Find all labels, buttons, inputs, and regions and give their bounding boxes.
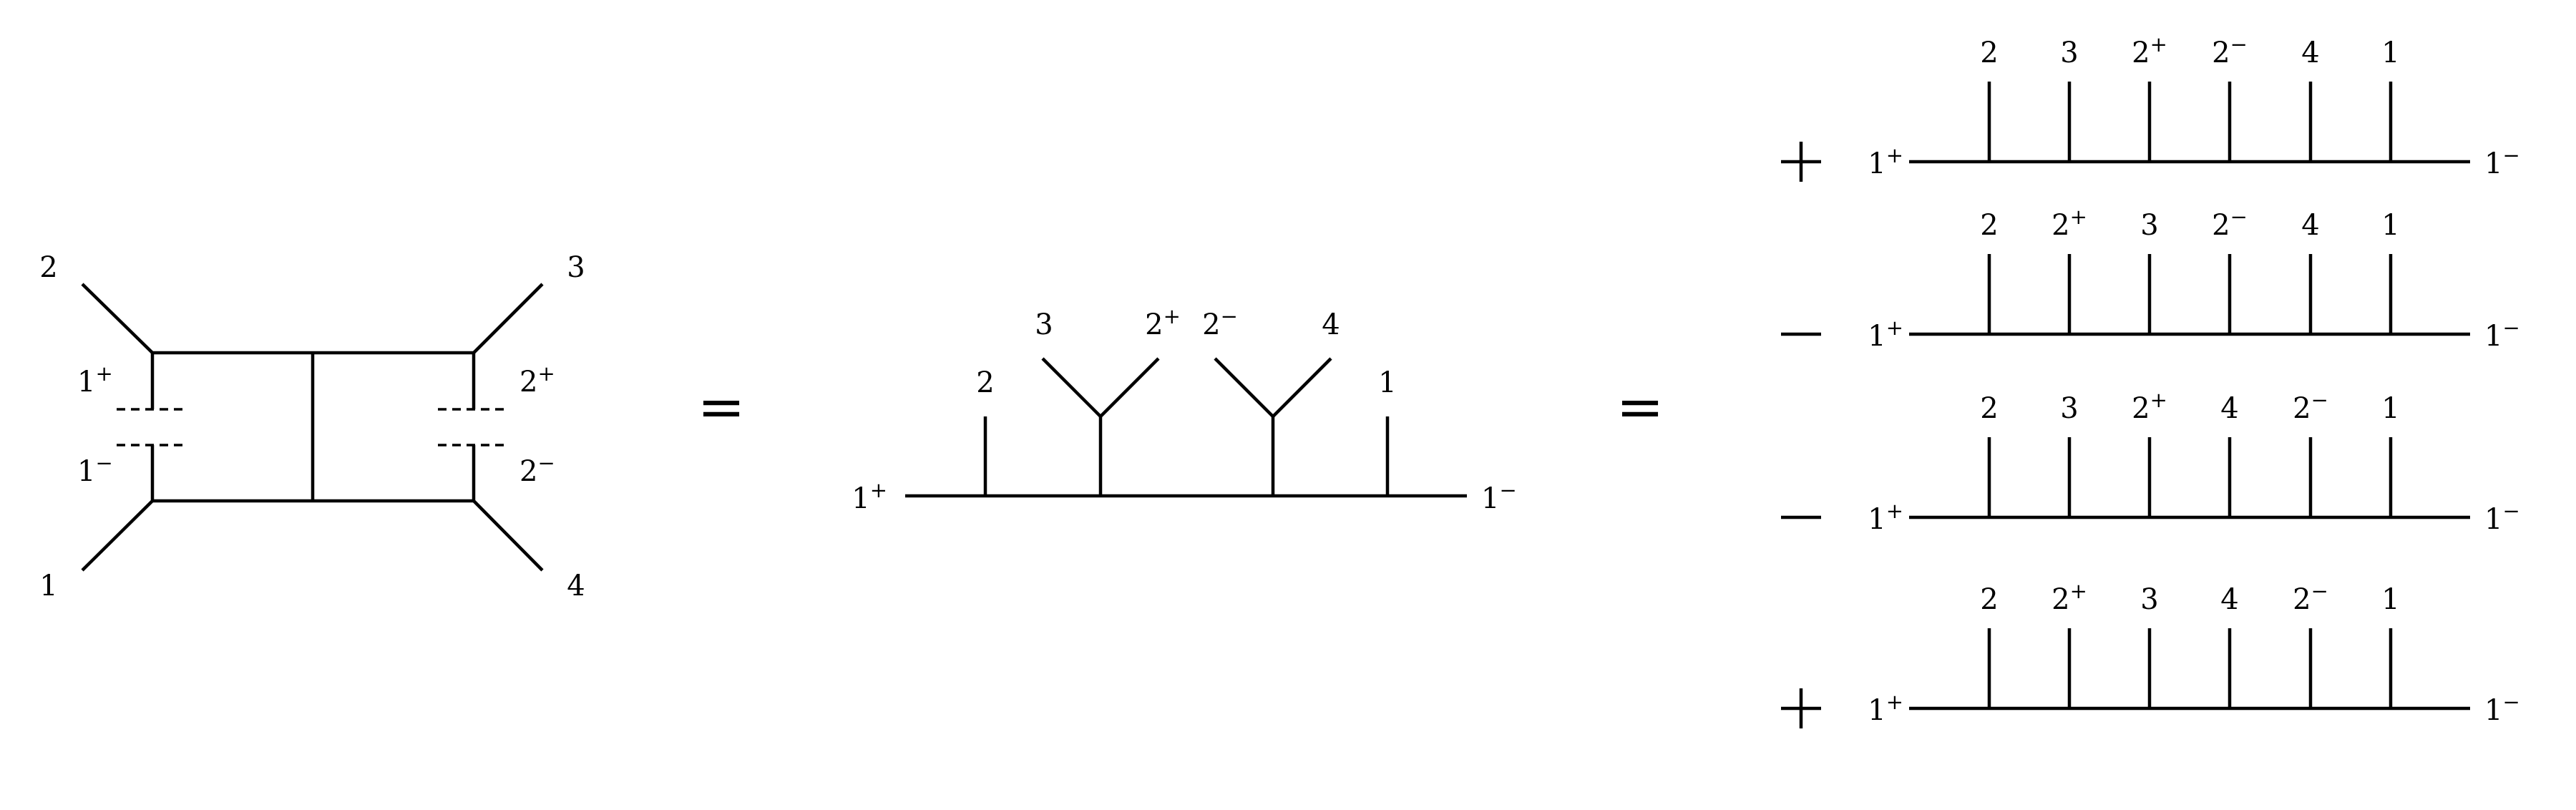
left-box-diagram: 2 3 1 4 1+ 1− 2+ 2− — [39, 251, 585, 602]
comb-end-left: 1+ — [1868, 143, 1903, 180]
comb-leg-label-5: 4 — [2301, 209, 2319, 242]
comb-leg-label-3: 3 — [2140, 583, 2158, 616]
comb-term-1: 1+ 1− 2 3 2+ 2− 4 1 — [1781, 32, 2520, 182]
comb-leg-label-2: 2+ — [2051, 579, 2087, 616]
comb-leg-label-4: 4 — [2220, 583, 2238, 616]
comb-leg-label-3: 3 — [2140, 209, 2158, 242]
middle-vertex-b-right — [1272, 357, 1332, 418]
leg-3 — [472, 283, 544, 354]
middle-end-right: 1− — [1481, 478, 1517, 515]
middle-pair1-label-3: 3 — [1035, 308, 1053, 341]
comb-leg-label-4: 4 — [2220, 392, 2238, 425]
leg-1 — [81, 499, 154, 572]
comb-end-left: 1+ — [1868, 316, 1903, 353]
middle-vertex-a-left — [1041, 357, 1102, 418]
middle-pair2-label-4: 4 — [1322, 308, 1340, 341]
comb-leg-label-4: 2− — [2212, 205, 2248, 242]
middle-vertex-a-right — [1099, 357, 1160, 418]
middle-leg-label-2: 2 — [976, 366, 994, 399]
middle-vertex-b-left — [1214, 357, 1274, 418]
comb-leg-label-3: 2+ — [2132, 388, 2167, 425]
comb-end-left: 1+ — [1868, 499, 1903, 536]
comb-leg-label-5: 4 — [2301, 36, 2319, 69]
cut-label-right-top: 2+ — [519, 361, 555, 399]
equals-sign-1: = — [697, 374, 745, 440]
middle-end-left: 1+ — [852, 478, 887, 515]
cut-label-left-top: 1+ — [77, 361, 113, 399]
cut-label-right-bottom: 2− — [519, 451, 555, 488]
comb-leg-label-6: 1 — [2381, 209, 2399, 242]
leg-2 — [81, 283, 154, 354]
leg-label-1: 1 — [39, 570, 57, 602]
middle-pair1-label-2plus: 2+ — [1145, 304, 1181, 341]
comb-leg-label-2: 3 — [2060, 36, 2078, 69]
comb-term-3: 1+ 1− 2 3 2+ 4 2− 1 — [1781, 388, 2520, 536]
comb-leg-label-1: 2 — [1980, 209, 1998, 242]
comb-leg-label-6: 1 — [2381, 583, 2399, 616]
comb-leg-label-5: 2− — [2293, 388, 2328, 425]
comb-term-4: 1+ 1− 2 2+ 3 4 2− 1 — [1781, 579, 2520, 728]
comb-leg-label-2: 3 — [2060, 392, 2078, 425]
comb-leg-label-4: 2− — [2212, 32, 2248, 69]
comb-end-left: 1+ — [1868, 690, 1903, 727]
leg-label-4: 4 — [567, 570, 585, 602]
comb-end-right: 1− — [2484, 499, 2520, 536]
comb-leg-label-1: 2 — [1980, 583, 1998, 616]
leg-label-3: 3 — [567, 251, 585, 284]
middle-pair2-label-2minus: 2− — [1202, 304, 1238, 341]
comb-end-right: 1− — [2484, 143, 2520, 180]
leg-label-2: 2 — [39, 251, 57, 284]
comb-leg-label-6: 1 — [2381, 392, 2399, 425]
middle-leg-label-1: 1 — [1378, 366, 1396, 399]
comb-leg-label-2: 2+ — [2051, 205, 2087, 242]
equals-sign-2: = — [1616, 374, 1664, 440]
comb-leg-label-3: 2+ — [2132, 32, 2167, 69]
comb-leg-label-5: 2− — [2293, 579, 2328, 616]
comb-leg-label-1: 2 — [1980, 36, 1998, 69]
comb-leg-label-1: 2 — [1980, 392, 1998, 425]
leg-4 — [472, 499, 544, 572]
comb-term-2: 1+ 1− 2 2+ 3 2− 4 1 — [1781, 205, 2520, 353]
equals-signs: == — [697, 374, 1664, 440]
cut-label-left-bottom: 1− — [77, 451, 113, 488]
comb-end-right: 1− — [2484, 316, 2520, 353]
comb-leg-label-6: 1 — [2381, 36, 2399, 69]
comb-end-right: 1− — [2484, 690, 2520, 727]
middle-tree-diagram: 1+ 1− 2 3 2+ 2− 4 1 — [852, 304, 1517, 515]
